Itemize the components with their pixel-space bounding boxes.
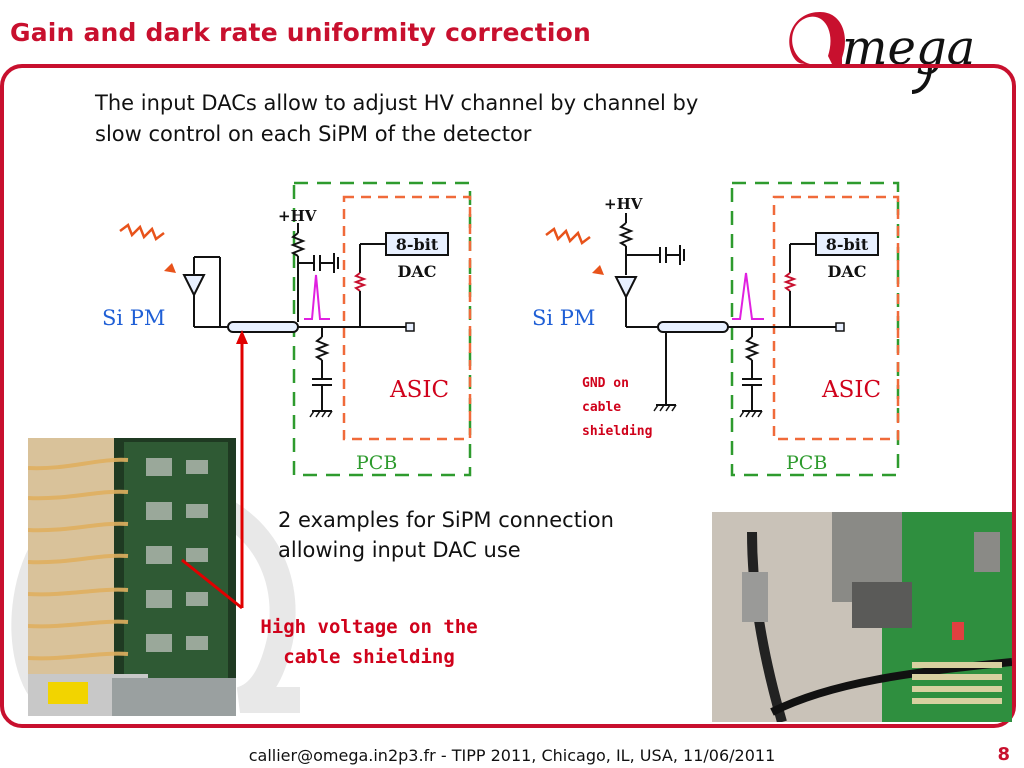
light-wave-icon — [545, 227, 591, 245]
coax-cable — [227, 321, 299, 333]
intro-line-1: The input DACs allow to adjust HV channe… — [95, 91, 699, 115]
slide-title: Gain and dark rate uniformity correction — [10, 18, 591, 47]
gnd-label-line-1: GND on — [582, 376, 629, 391]
sipm-diode-icon — [182, 274, 206, 298]
light-wave-icon — [119, 223, 165, 241]
pcb-label: PCB — [786, 452, 827, 474]
circuit-diagram-right: 8-bit DAC +HV Si PM ASIC PCB GND on cabl… — [532, 181, 900, 477]
dac-label: DAC — [397, 262, 436, 281]
pcb-box — [730, 181, 900, 477]
sipm-diode-icon — [614, 276, 638, 300]
dac-label: DAC — [827, 262, 866, 281]
caption-line-2: allowing input DAC use — [278, 538, 521, 562]
pcb-label: PCB — [356, 452, 397, 474]
coax-cable — [657, 321, 729, 333]
high-voltage-label: High voltage on the cable shielding — [238, 612, 500, 672]
intro-line-2: slow control on each SiPM of the detecto… — [95, 122, 532, 146]
examples-caption: 2 examples for SiPM connection allowing … — [278, 505, 614, 565]
connector-board-photo — [712, 512, 1012, 722]
hv-label: +HV — [278, 207, 317, 225]
dac-bits-label: 8-bit — [396, 235, 439, 254]
pulse-icon — [304, 274, 330, 320]
hv-label-line-1: High voltage on the — [260, 616, 478, 638]
content-frame — [0, 64, 1016, 728]
detector-board-photo — [28, 438, 236, 716]
intro-text: The input DACs allow to adjust HV channe… — [95, 88, 855, 150]
hv-label-line-2: cable shielding — [283, 646, 455, 668]
dac-bits-label: 8-bit — [826, 235, 869, 254]
sipm-label: Si PM — [532, 306, 595, 330]
gnd-label-line-3: shielding — [582, 424, 652, 439]
caption-line-1: 2 examples for SiPM connection — [278, 508, 614, 532]
hv-label: +HV — [604, 195, 643, 213]
gnd-label-line-2: cable — [582, 400, 621, 415]
pcb-box — [292, 181, 472, 477]
page-number: 8 — [997, 744, 1010, 765]
sipm-label: Si PM — [102, 306, 165, 330]
asic-label: ASIC — [389, 377, 449, 403]
asic-box — [342, 195, 472, 441]
footer-text: callier@omega.in2p3.fr - TIPP 2011, Chic… — [248, 746, 776, 765]
asic-box — [772, 195, 900, 441]
circuit-diagram-left: 8-bit DAC +HV Si PM ASIC PCB — [102, 181, 472, 477]
pulse-icon — [732, 272, 764, 320]
asic-label: ASIC — [821, 377, 881, 403]
